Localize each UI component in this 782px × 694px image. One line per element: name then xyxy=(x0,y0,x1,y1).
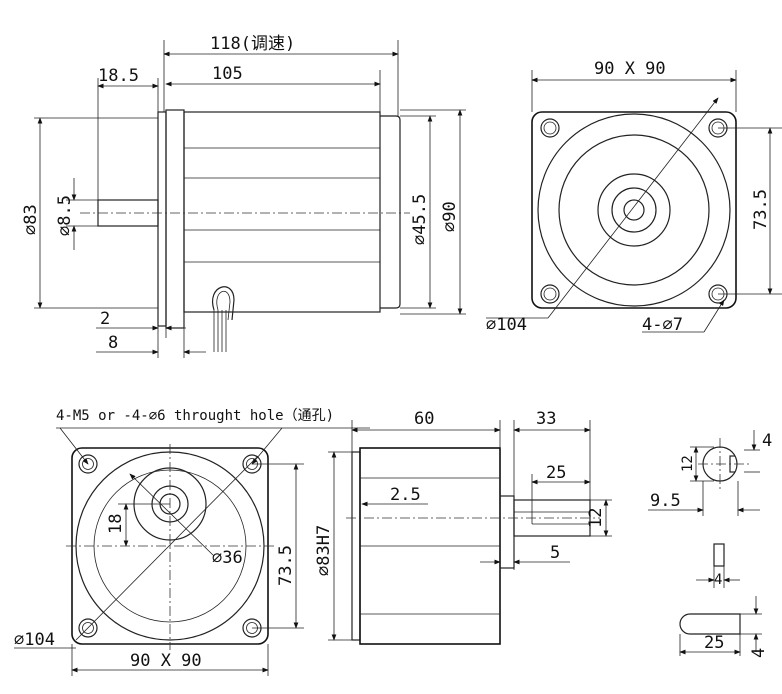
dim-key-height: 4 xyxy=(749,648,769,658)
dim-gearbox-outline: 90 X 90 xyxy=(130,651,202,671)
dim-flange-offset: 8 xyxy=(108,333,118,353)
dim-flange-thickness: 2 xyxy=(100,309,110,329)
dim-gearbox-pilot-dia: ⌀83H7 xyxy=(314,525,334,576)
dim-shaft-dia: ⌀8.5 xyxy=(55,195,75,236)
dim-key-length: 25 xyxy=(704,633,724,653)
dim-gearbox-hole-pitch: 73.5 xyxy=(276,545,296,586)
key-detail: 4 4 25 xyxy=(679,543,769,658)
flange-plate xyxy=(157,111,167,327)
dim-gearbox-offset: 18 xyxy=(106,514,126,534)
square-flange xyxy=(531,111,737,309)
dim-total-length: 118(调速) xyxy=(210,34,295,54)
dim-rear-dia: ⌀45.5 xyxy=(410,194,430,245)
dim-front-pcd: ⌀104 xyxy=(486,315,527,335)
side-view: 118(调速) 105 18.5 ⌀83 ⌀8.5 ⌀45.5 ⌀90 xyxy=(21,34,466,358)
dim-body-dia: ⌀90 xyxy=(440,201,460,232)
cable-leads xyxy=(211,286,235,352)
shaft-section: 12 4 9.5 xyxy=(648,430,772,516)
dim-section-flat: 9.5 xyxy=(650,491,681,511)
gearbox-front-view: 4-M5 or -4-⌀6 throught hole（通孔) ⌀104 ⌀36… xyxy=(14,408,370,676)
dim-gearbox-shaft-dia: 12 xyxy=(586,508,606,528)
dim-front-outline: 90 X 90 xyxy=(594,59,666,79)
dim-front-hole-pitch: 73.5 xyxy=(751,189,771,230)
dim-gearbox-shaft-length: 33 xyxy=(536,409,556,429)
dim-key-width: 4 xyxy=(714,572,722,588)
dim-gearbox-pilot-depth: 2.5 xyxy=(390,485,421,505)
dim-flange-dia: ⌀83 xyxy=(21,204,41,235)
dim-gearbox-holes-note: 4-M5 or -4-⌀6 throught hole（通孔) xyxy=(56,408,334,424)
gearbox-side-view: 60 33 25 ⌀83H7 2.5 12 5 xyxy=(314,409,612,645)
dim-body-length: 105 xyxy=(212,64,243,84)
dim-section-key-height: 4 xyxy=(762,431,772,451)
dim-gearbox-shoulder: 5 xyxy=(550,543,560,563)
dim-gearbox-key-length: 25 xyxy=(546,463,566,483)
key-end-view xyxy=(713,543,725,567)
dim-gearbox-boss-dia: ⌀36 xyxy=(212,548,243,568)
mount-holes xyxy=(540,118,728,304)
motor-body xyxy=(183,111,381,313)
dim-gearbox-pcd: ⌀104 xyxy=(14,630,55,650)
dim-front-mount-holes: 4-⌀7 xyxy=(642,315,683,335)
dim-section-dia: 12 xyxy=(680,455,696,472)
front-view: ⌀104 90 X 90 73.5 4-⌀7 xyxy=(486,59,782,335)
dim-shaft-length: 18.5 xyxy=(98,66,139,86)
front-plate xyxy=(165,109,185,329)
rear-cap xyxy=(380,115,401,309)
dim-gearbox-body-length: 60 xyxy=(414,409,434,429)
key-side-view xyxy=(679,613,741,635)
